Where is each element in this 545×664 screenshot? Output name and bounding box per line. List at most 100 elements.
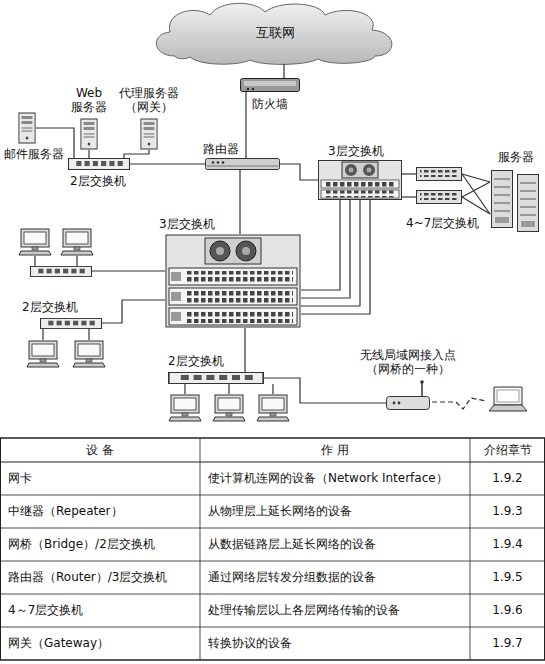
network-cable [245, 92, 246, 158]
layer2-switch: 2层交换机 [168, 372, 264, 384]
table-rule [0, 627, 545, 628]
router-icon [206, 159, 280, 170]
network-cable [88, 150, 89, 158]
pc-icon [61, 229, 93, 255]
cable [34, 256, 35, 266]
wireless-access-point: 无线局域网接入点 （网桥的一种） [386, 396, 430, 410]
network-cable [462, 174, 490, 214]
table-grid [0, 438, 545, 660]
device-label: 服务器 [498, 150, 534, 164]
device-label: 互联网 [256, 26, 295, 40]
network-cable [280, 164, 318, 180]
layer3-switch-icon [319, 161, 402, 200]
switch-icon [41, 318, 102, 328]
device-label: 3层交换机 [159, 217, 215, 231]
cable [92, 270, 165, 271]
network-cable [402, 196, 416, 197]
laptop-icon [489, 387, 527, 411]
pc-icon [27, 341, 59, 367]
table-rule [0, 462, 545, 463]
network-cable [244, 328, 245, 372]
network-cable [301, 200, 360, 306]
network-cable [124, 150, 149, 158]
device-label: 无线局域网接入点 （网桥的一种） [358, 348, 458, 376]
device-label: 邮件服务器 [4, 147, 64, 161]
table-rule [0, 594, 545, 595]
mail-server: 邮件服务器 [18, 112, 36, 144]
internet-cloud: 互联网 [150, 2, 400, 64]
router: 路由器 [205, 158, 280, 170]
table-rule [0, 528, 545, 529]
table-cell: 1.9.7 [470, 627, 545, 660]
server-icon [518, 175, 539, 232]
cable [228, 384, 229, 394]
table-cell: 路由器（Router）/3层交换机 [0, 561, 200, 594]
server-icon [19, 113, 35, 143]
network-cable [301, 200, 340, 290]
table-header: 设 备 [0, 438, 200, 462]
antenna [420, 380, 424, 384]
table-rule [0, 561, 545, 562]
layer3-switch-icon [166, 235, 300, 327]
table-cell: 中继器（Repeater） [0, 495, 200, 528]
network-cable [102, 300, 165, 323]
table-cell: 1.9.6 [470, 594, 545, 627]
network-cable [301, 200, 350, 298]
web-server: Web 服务器 [80, 118, 98, 150]
server-icon [81, 119, 97, 149]
table-cell: 网关（Gateway） [0, 627, 200, 660]
server-icon [141, 119, 157, 149]
table-header: 作 用 [200, 438, 470, 462]
layer3-switch: 3层交换机 [318, 160, 402, 200]
table-cell: 从数据链路层上延长网络的设备 [200, 528, 470, 561]
table-cell: 从物理层上延长网络的设备 [200, 495, 470, 528]
pc-icon [257, 395, 289, 421]
layer4-7-switch: 4~7层交换机 [416, 166, 462, 206]
table-rule [0, 659, 545, 661]
network-cable [283, 64, 284, 78]
device-label: 3层交换机 [328, 144, 384, 158]
table-cell: 转换协议的设备 [200, 627, 470, 660]
layer4-7-switch-icon [417, 168, 462, 181]
network-cable [130, 163, 205, 164]
pc-icon [169, 395, 201, 421]
device-label: 2层交换机 [22, 300, 78, 314]
cable [76, 256, 77, 266]
table-cell: 使计算机连网的设备（Network Interface） [200, 462, 470, 495]
server-icon [492, 171, 513, 228]
table-cell: 1.9.4 [470, 528, 545, 561]
internet-cloud-shape [156, 3, 392, 64]
pc-icon [73, 341, 105, 367]
table-header: 介绍章节 [470, 438, 545, 462]
proxy-server: 代理服务器 （网关） [140, 118, 158, 150]
wireless-link [432, 398, 486, 409]
device-label: 4~7层交换机 [406, 216, 479, 230]
cable [42, 329, 43, 340]
table-cell: 1.9.2 [470, 462, 545, 495]
firewall: 防火墙 [240, 78, 300, 92]
network-cable [462, 182, 490, 197]
cable [184, 384, 185, 394]
table-rule [200, 438, 201, 660]
firewall-icon [241, 79, 300, 92]
switch-icon [31, 266, 92, 276]
table-rule [0, 438, 1, 660]
table-cell: 通过网络层转发分组数据的设备 [200, 561, 470, 594]
layer2-switch: 2层交换机 [40, 318, 102, 329]
table-cell: 处理传输层以上各层网络传输的设备 [200, 594, 470, 627]
switch-icon [69, 159, 130, 170]
layer4-7-switch-icon [417, 191, 462, 204]
pc-icon [213, 395, 245, 421]
network-cable [301, 200, 370, 314]
network-cable [239, 170, 240, 234]
switch-icon [169, 373, 263, 384]
table-cell: 网卡 [0, 462, 200, 495]
pc-icon [19, 229, 51, 255]
table-rule [0, 437, 545, 439]
table-rule [0, 495, 545, 496]
network-cable [402, 173, 416, 174]
table-cell: 网桥（Bridge）/2层交换机 [0, 528, 200, 561]
device-label: 2层交换机 [168, 354, 224, 368]
cable [272, 384, 273, 394]
table-rule [470, 438, 471, 660]
